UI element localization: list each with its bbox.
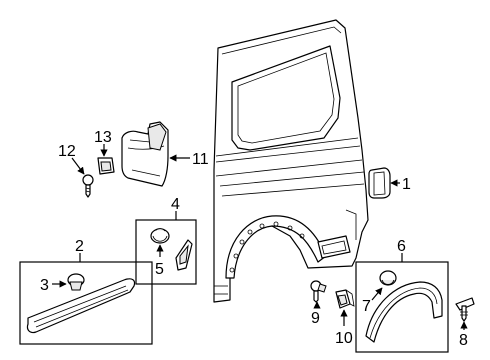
bracket-clip xyxy=(175,239,193,271)
mud-flap xyxy=(121,121,169,187)
callout-12: 12 xyxy=(58,143,76,160)
push-pin-5 xyxy=(150,228,170,244)
callout-7: 7 xyxy=(362,298,371,315)
molding-clip-7 xyxy=(379,270,397,286)
callout-13: 13 xyxy=(94,129,112,146)
callout-8: 8 xyxy=(459,332,468,349)
bracket xyxy=(335,289,355,309)
bolt xyxy=(310,280,327,303)
molding-clip-3 xyxy=(67,273,85,291)
retainer-clip xyxy=(97,157,115,175)
callout-1: 1 xyxy=(402,176,411,193)
side-panel xyxy=(213,19,369,303)
callout-9: 9 xyxy=(311,310,320,327)
callout-10: 10 xyxy=(335,330,353,347)
callout-5: 5 xyxy=(155,261,164,278)
callout-6: 6 xyxy=(397,238,406,255)
fuel-door xyxy=(368,167,391,199)
wheel-opening-molding xyxy=(365,281,443,343)
body-molding xyxy=(26,278,136,334)
callout-4: 4 xyxy=(171,196,180,213)
callout-11: 11 xyxy=(192,151,209,168)
group-box-2 xyxy=(19,261,153,345)
push-fastener xyxy=(455,297,475,322)
group-box-4 xyxy=(135,219,197,285)
callout-2: 2 xyxy=(75,238,84,255)
screw xyxy=(82,174,94,198)
callout-3: 3 xyxy=(40,277,49,294)
